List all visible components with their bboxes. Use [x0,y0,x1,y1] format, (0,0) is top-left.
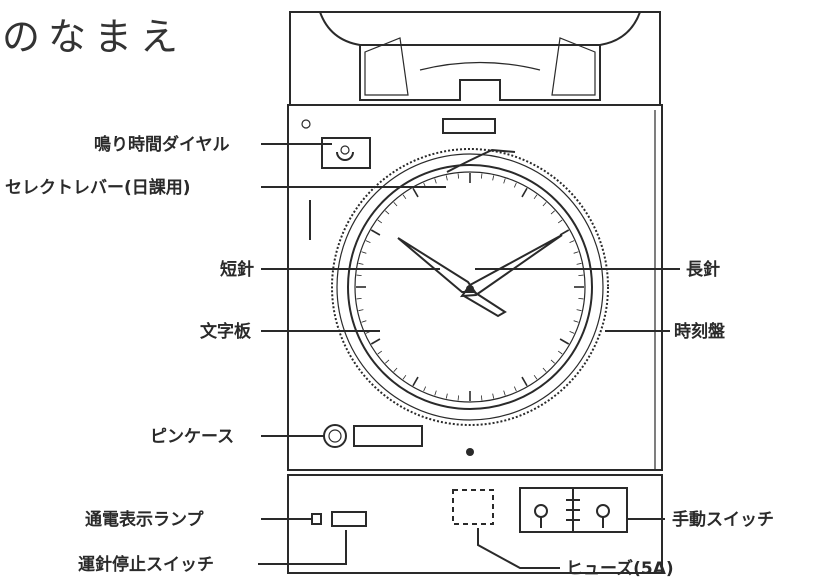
clock-tick [578,274,584,277]
clock-tick [377,219,383,224]
clock-tick [358,262,364,265]
label-manual-switch: 手動スイッチ [672,509,774,530]
clock-tick [542,367,547,372]
manual-switch-panel[interactable] [519,487,628,533]
label-minute-hand: 長針 [686,259,720,280]
label-ring-time-dial: 鳴り時間ダイヤル [94,134,230,155]
clock-tick [402,194,407,200]
clock-tick [480,395,483,401]
clock-tick [521,376,528,387]
clock-tick [356,297,362,300]
label-time-disc: 時刻盤 [674,321,726,342]
clock-tick [393,367,398,372]
minute-hand [459,234,563,298]
clock-tick [457,173,460,179]
top-cover [289,11,661,106]
clock-tick [557,219,563,224]
clock-tick [385,210,390,215]
clock-tick [513,182,517,188]
clock-tick [361,320,367,323]
clock-tick [445,175,448,181]
pin-case-window [353,425,423,447]
power-lamp [311,513,322,525]
clock-tick [492,175,495,181]
diagram-title: のなまえ [2,15,186,59]
clock-tick [377,350,383,355]
time-disc-ring [331,148,609,426]
clock-tick [356,274,362,277]
clock-tick [492,393,495,399]
clock-tick [576,262,582,265]
clock [331,148,609,426]
clock-tick [573,320,579,323]
clock-tick [423,386,427,392]
label-power-lamp: 通電表示ランプ [85,509,204,530]
second-hand [463,287,507,318]
clock-tick [412,187,419,198]
clock-tick [513,386,517,392]
select-lever[interactable] [446,148,516,173]
clock-tick [503,390,506,396]
clock-tick [557,350,563,355]
leader-lines [258,143,680,569]
clock-ticks [356,173,584,401]
clock-tick [559,338,570,345]
label-fuse: ヒューズ(5A) [566,558,674,579]
dial-plate-circle [347,164,593,410]
clock-tick [480,173,483,179]
label-motion-stop-switch: 運針停止スイッチ [78,554,214,575]
pin-case[interactable] [323,424,347,448]
clock-tick [358,309,364,312]
clock-tick [576,309,582,312]
clock-tick [434,390,437,396]
clock-tick [573,251,579,254]
screw-icon [301,119,311,129]
clock-tick [578,297,584,300]
clock-tick [457,395,460,401]
clock-tick [361,251,367,254]
label-select-lever: セレクトレバー(日課用) [5,177,191,198]
hour-hand [397,237,477,293]
ring-time-dial[interactable] [321,137,371,169]
clock-tick [402,374,407,380]
label-pin-case: ピンケース [150,427,234,447]
clock-tick [434,178,437,184]
main-body [287,104,663,574]
clock-tick [542,202,547,207]
clock-tick [393,202,398,207]
label-hour-hand: 短針 [220,259,254,280]
clock-tick [412,376,419,387]
clock-tick [533,374,538,380]
clock-tick [569,240,575,244]
clock-tick [550,210,555,215]
clock-tick [569,330,575,334]
clock-tick [370,338,381,345]
fuse-compartment [452,489,494,525]
clock-tick [385,359,390,364]
clock-tick [445,393,448,399]
label-dial-plate: 文字板 [200,321,252,342]
clock-tick [533,194,538,200]
motion-stop-switch[interactable] [331,511,367,527]
bottom-screw [466,448,474,456]
top-window [442,118,496,134]
clock-tick [503,178,506,184]
clock-tick [550,359,555,364]
clock-tick [521,187,528,198]
clock-tick [365,240,371,244]
clock-tick [370,229,381,236]
